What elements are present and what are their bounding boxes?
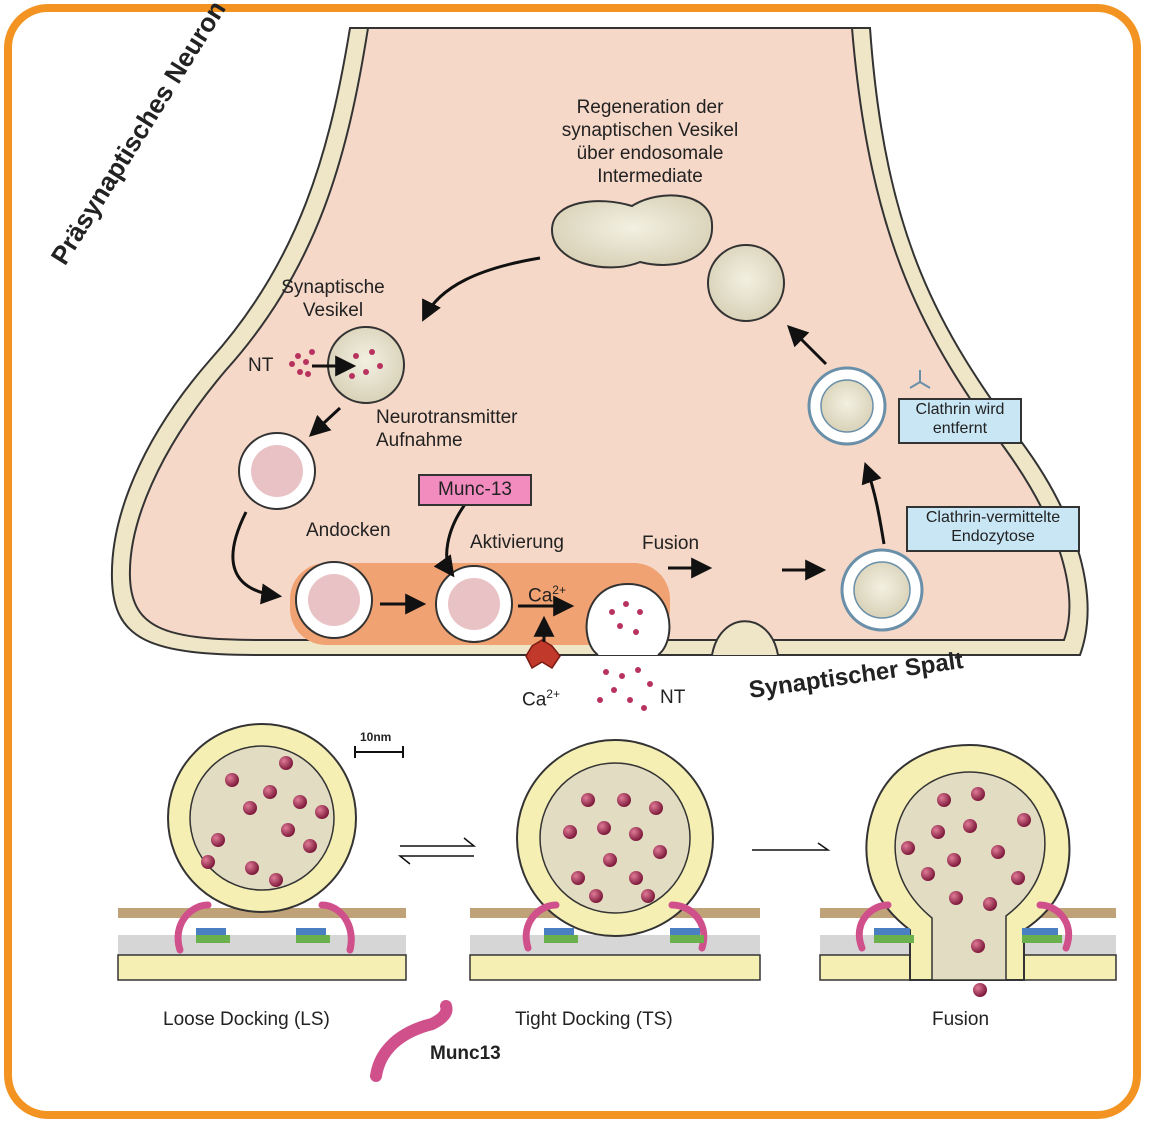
endosome bbox=[550, 194, 714, 269]
clathrin-coated-vesicle bbox=[807, 366, 887, 446]
nt-left-label: NT bbox=[248, 355, 274, 376]
munc13-arcs bbox=[174, 901, 1073, 954]
snare-bundles bbox=[196, 928, 1062, 943]
bottom-neurotransmitters bbox=[201, 756, 1031, 997]
regeneration-line-2: synaptischen Vesikel bbox=[561, 120, 739, 141]
regeneration-line-1: Regeneration der bbox=[576, 97, 724, 118]
tight-vesicle bbox=[516, 739, 714, 937]
ca-lower-label: Ca2+ bbox=[522, 683, 560, 711]
scale-bar-label: 10nm bbox=[360, 730, 392, 744]
fusion-label: Fusion bbox=[642, 533, 700, 554]
ca-upper-sup: 2+ bbox=[552, 583, 566, 597]
docking-label: Andocken bbox=[306, 520, 391, 541]
uptake-line-2: Aufnahme bbox=[376, 430, 463, 451]
released-nt bbox=[597, 601, 653, 711]
arrow-endocytosis-up bbox=[861, 462, 886, 545]
clathrin-coated-pit bbox=[840, 548, 924, 632]
cytoplasm bbox=[128, 27, 1071, 641]
clathrin-removed-box: Clathrin wird entfernt bbox=[898, 398, 1022, 444]
clathrin-endocytosis-box: Clathrin-vermittelte Endozytose bbox=[906, 506, 1080, 552]
regeneration-line-4: Intermediate bbox=[597, 166, 703, 187]
arrow-uncoat-up bbox=[787, 325, 828, 366]
uptake-line-1: Neurotransmitter bbox=[376, 407, 518, 428]
fusion-bottom-label: Fusion bbox=[932, 1009, 990, 1030]
fusing-vesicle bbox=[585, 582, 671, 656]
clathrin-endocytosis-line-2: Endozytose bbox=[951, 528, 1035, 545]
scale-bar bbox=[354, 746, 404, 758]
loose-docking-label: Loose Docking (LS) bbox=[163, 1009, 330, 1030]
ca-lower-text: Ca bbox=[522, 689, 547, 711]
munc13-legend-icon bbox=[370, 1000, 453, 1082]
fusion-arrow bbox=[752, 842, 831, 851]
nt-dots-left bbox=[289, 349, 383, 379]
ca-upper-text: Ca bbox=[528, 585, 553, 607]
recycled-vesicle bbox=[707, 244, 785, 322]
fusion-vesicle bbox=[865, 743, 1071, 981]
synaptic-vesicle-line-1: Synaptische bbox=[281, 277, 385, 298]
tight-docking-label: Tight Docking (TS) bbox=[515, 1009, 673, 1030]
docked-vesicle bbox=[295, 561, 373, 639]
clathrin-removed-line-1: Clathrin wird bbox=[915, 401, 1005, 418]
munc13-legend-label: Munc13 bbox=[430, 1043, 501, 1064]
clathrin-endocytosis-line-1: Clathrin-vermittelte bbox=[925, 509, 1061, 526]
uptake-label: Neurotransmitter Aufnahme bbox=[376, 406, 518, 452]
arrow-uptake bbox=[308, 406, 342, 437]
equilibrium-arrows bbox=[397, 837, 477, 865]
synaptic-vesicle-line-2: Vesikel bbox=[302, 300, 364, 321]
arrow-munc13 bbox=[433, 502, 468, 578]
munc13-box: Munc-13 bbox=[418, 474, 532, 506]
activation-label: Aktivierung bbox=[470, 532, 564, 553]
loose-vesicle bbox=[167, 723, 357, 913]
nt-bottom-label: NT bbox=[660, 687, 686, 708]
arrow-to-dock bbox=[231, 511, 283, 605]
primed-vesicle bbox=[435, 565, 513, 643]
regeneration-line-3: über endosomale bbox=[576, 143, 724, 164]
membrane-dip bbox=[711, 620, 779, 656]
ca-lower-sup: 2+ bbox=[546, 687, 560, 701]
arrow-endosome-to-vesicle bbox=[422, 256, 541, 322]
clathrin-removed-line-2: entfernt bbox=[932, 420, 988, 437]
filled-vesicle bbox=[238, 432, 316, 510]
regeneration-label: Regeneration der synaptischen Vesikel üb… bbox=[520, 96, 780, 188]
triskelion-icon bbox=[909, 370, 931, 389]
ca-upper-label: Ca2+ bbox=[528, 579, 566, 607]
synaptic-vesicle-label: Synaptische Vesikel bbox=[268, 276, 398, 322]
